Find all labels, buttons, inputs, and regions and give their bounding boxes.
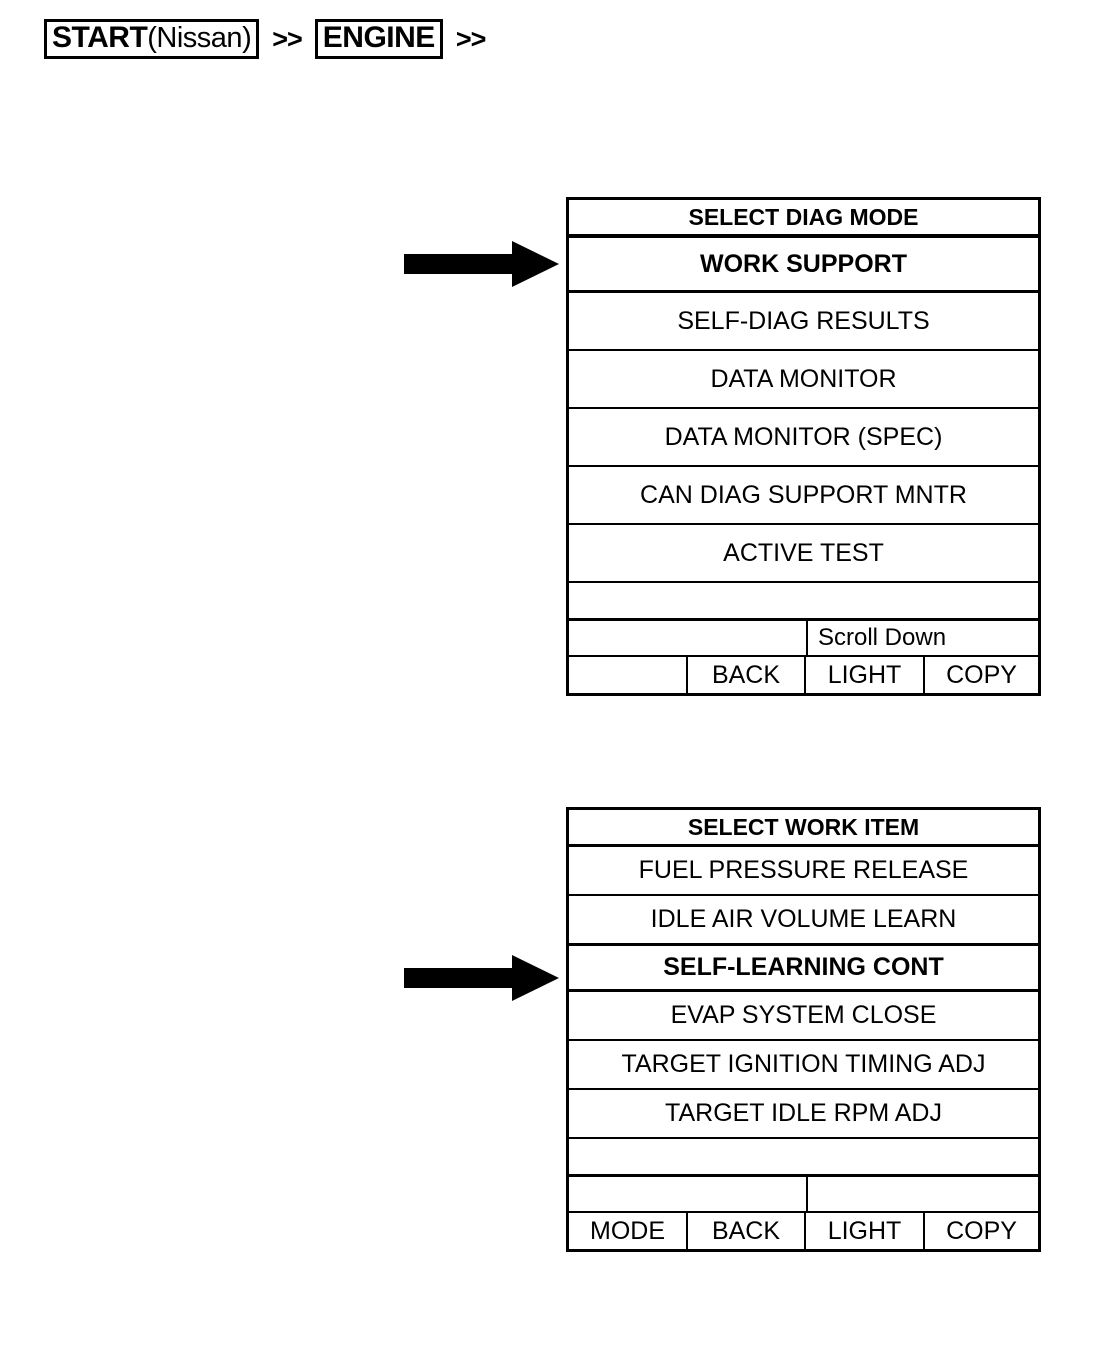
menu-item-data-monitor-spec[interactable]: DATA MONITOR (SPEC) bbox=[569, 409, 1038, 467]
work-item-self-learning-cont[interactable]: SELF-LEARNING CONT bbox=[569, 943, 1038, 992]
breadcrumb-item-start[interactable]: START (Nissan) bbox=[44, 19, 260, 59]
pointer-arrow-icon bbox=[404, 241, 559, 287]
menu-item-work-support[interactable]: WORK SUPPORT bbox=[569, 235, 1038, 293]
work-item-target-idle-rpm-adj[interactable]: TARGET IDLE RPM ADJ bbox=[569, 1090, 1038, 1139]
work-item-fuel-pressure-release[interactable]: FUEL PRESSURE RELEASE bbox=[569, 847, 1038, 896]
scroll-row: Scroll Down bbox=[569, 621, 1038, 657]
panel-title: SELECT DIAG MODE bbox=[569, 200, 1038, 237]
softkey-copy[interactable]: COPY bbox=[946, 1216, 1017, 1245]
panel-spacer-row bbox=[569, 583, 1038, 621]
softkey-empty[interactable] bbox=[569, 657, 688, 693]
scroll-left-cell bbox=[569, 621, 808, 655]
select-work-item-panel: SELECT WORK ITEM FUEL PRESSURE RELEASE I… bbox=[566, 807, 1041, 1252]
panel-spacer-row bbox=[569, 1139, 1038, 1177]
scroll-row bbox=[569, 1177, 1038, 1213]
softkey-light[interactable]: LIGHT bbox=[806, 657, 925, 693]
scroll-down-button[interactable] bbox=[808, 1177, 1038, 1211]
breadcrumb: START (Nissan) >> ENGINE >> bbox=[44, 18, 498, 60]
softkey-light[interactable]: LIGHT bbox=[806, 1213, 925, 1249]
softkey-copy[interactable]: COPY bbox=[946, 660, 1017, 689]
breadcrumb-engine-label: ENGINE bbox=[322, 21, 436, 54]
softkey-back[interactable]: BACK bbox=[688, 657, 806, 693]
softkey-back[interactable]: BACK bbox=[688, 1213, 806, 1249]
softkey-bar: BACK LIGHT COPY bbox=[569, 657, 1038, 693]
work-item-target-ignition-timing-adj[interactable]: TARGET IGNITION TIMING ADJ bbox=[569, 1041, 1038, 1090]
work-item-idle-air-volume-learn[interactable]: IDLE AIR VOLUME LEARN bbox=[569, 896, 1038, 945]
breadcrumb-start-label: START bbox=[52, 21, 148, 54]
work-item-evap-system-close[interactable]: EVAP SYSTEM CLOSE bbox=[569, 992, 1038, 1041]
scroll-down-button[interactable]: Scroll Down bbox=[818, 624, 947, 651]
breadcrumb-start-suffix: (Nissan) bbox=[147, 22, 252, 54]
softkey-mode[interactable]: MODE bbox=[569, 1213, 688, 1249]
menu-item-active-test[interactable]: ACTIVE TEST bbox=[569, 525, 1038, 583]
breadcrumb-separator-1: >> bbox=[272, 23, 303, 54]
select-diag-mode-panel: SELECT DIAG MODE WORK SUPPORT SELF-DIAG … bbox=[566, 197, 1041, 696]
menu-item-data-monitor[interactable]: DATA MONITOR bbox=[569, 351, 1038, 409]
menu-item-can-diag-support-mntr[interactable]: CAN DIAG SUPPORT MNTR bbox=[569, 467, 1038, 525]
pointer-arrow-icon bbox=[404, 955, 559, 1001]
breadcrumb-item-engine[interactable]: ENGINE bbox=[314, 19, 443, 59]
scroll-left-cell bbox=[569, 1177, 808, 1211]
breadcrumb-separator-2: >> bbox=[455, 23, 487, 54]
panel-title: SELECT WORK ITEM bbox=[569, 810, 1038, 847]
menu-item-self-diag-results[interactable]: SELF-DIAG RESULTS bbox=[569, 293, 1038, 351]
softkey-bar: MODE BACK LIGHT COPY bbox=[569, 1213, 1038, 1249]
